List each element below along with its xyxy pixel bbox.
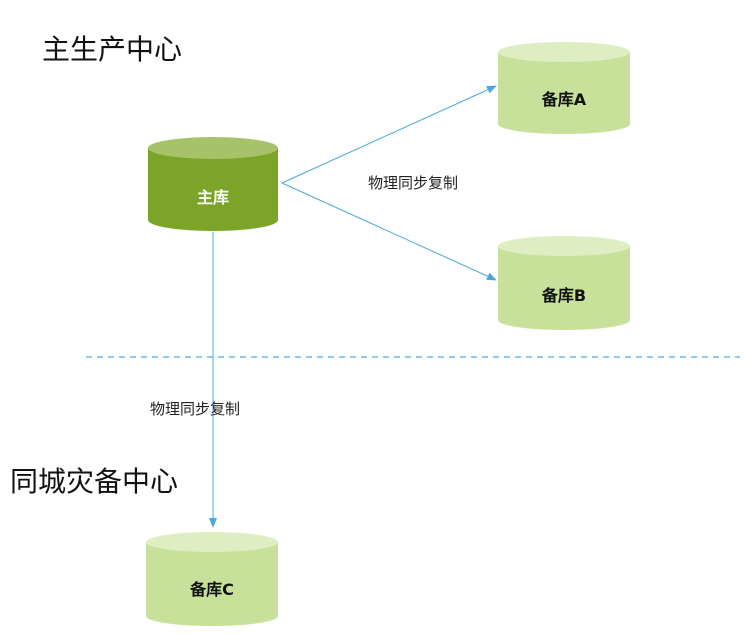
db-primary-top: [148, 137, 278, 159]
db-primary-label: 主库: [196, 188, 230, 207]
db-primary-body: [148, 148, 278, 231]
region-title-main: 主生产中心: [42, 33, 183, 66]
db-standby-a-body: [498, 52, 630, 134]
db-standby-b: [498, 236, 630, 330]
db-standby-a-label: 备库A: [541, 90, 587, 109]
db-standby-b-body: [498, 246, 630, 330]
replication-label-c: 物理同步复制: [150, 400, 241, 418]
arrow-to-standby-a: [281, 85, 497, 184]
db-standby-a: [498, 42, 630, 134]
db-standby-a-top: [498, 42, 630, 62]
db-standby-c-body: [146, 542, 278, 626]
db-primary: [148, 137, 278, 231]
db-standby-c-label: 备库C: [190, 580, 234, 599]
region-title-dr: 同城灾备中心: [10, 465, 179, 498]
replication-label-ab: 物理同步复制: [368, 174, 459, 192]
db-standby-b-top: [498, 236, 630, 256]
db-standby-b-label: 备库B: [541, 286, 587, 305]
db-standby-c: [146, 532, 278, 626]
arrow-to-standby-b: [281, 182, 497, 281]
db-standby-c-top: [146, 532, 278, 552]
